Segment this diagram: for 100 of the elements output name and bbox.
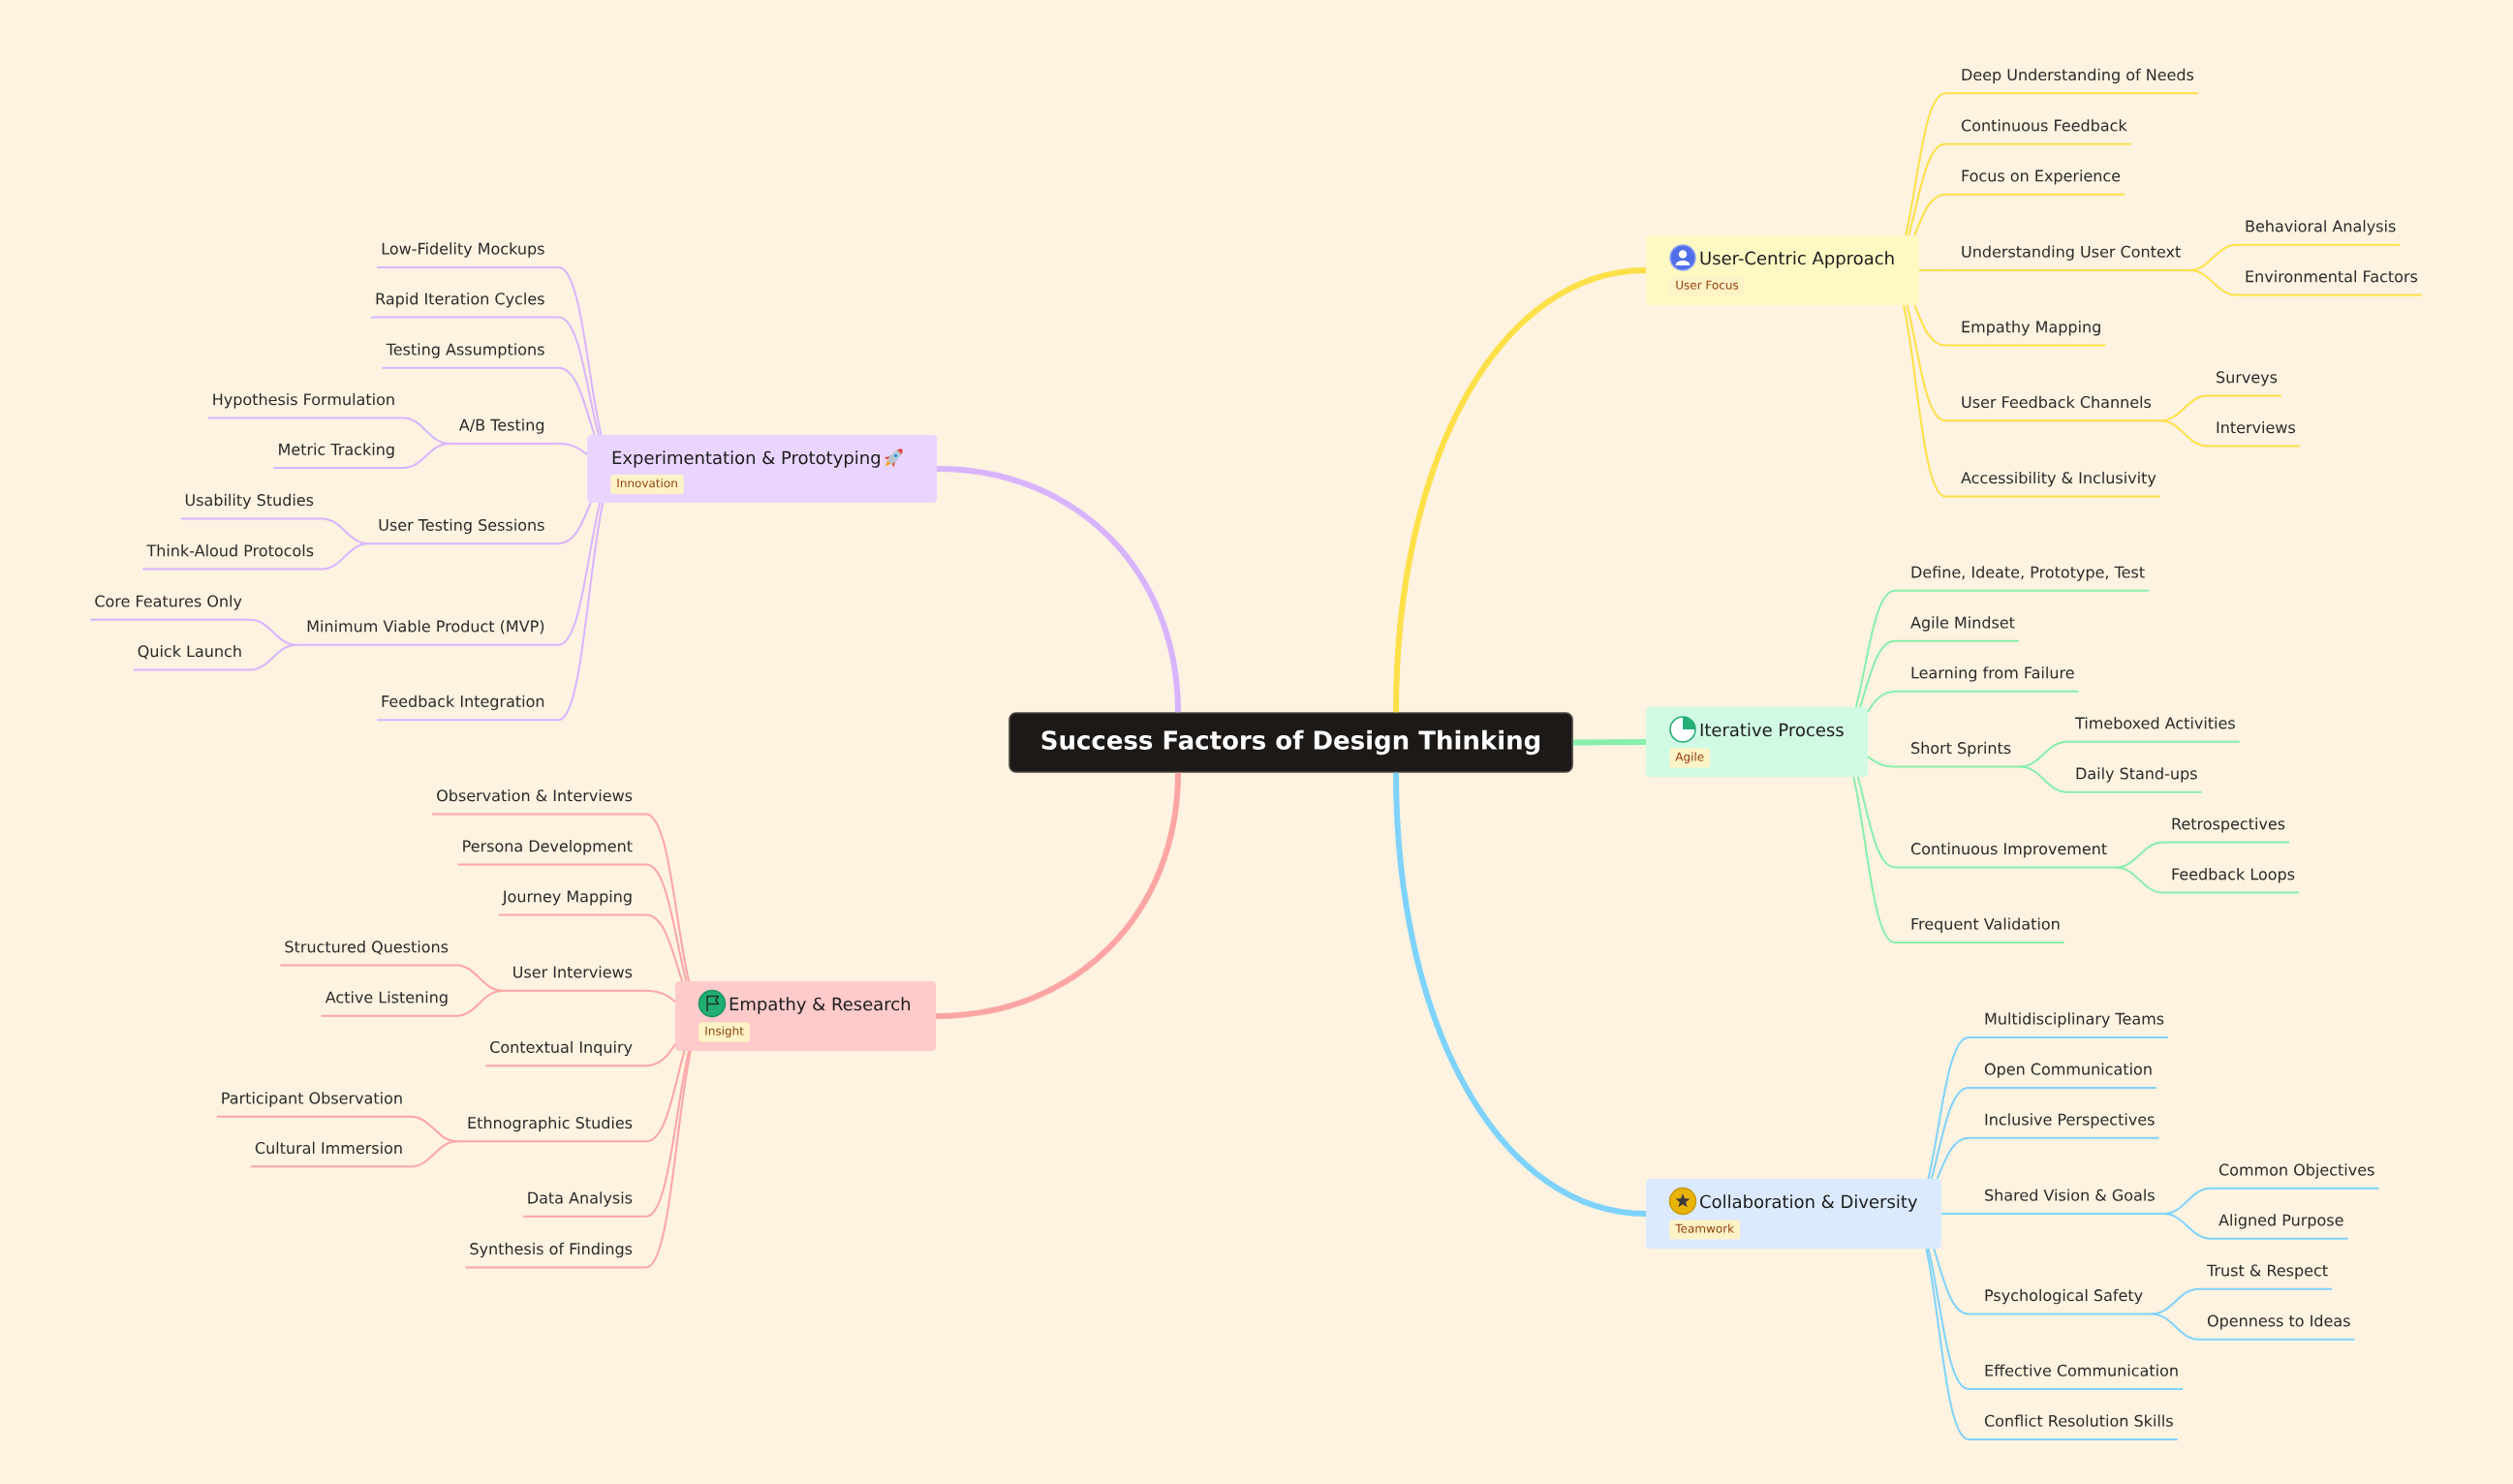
branch-curve [1908,142,1947,236]
underlined-topic: Behavioral Analysis [2236,220,2402,246]
underlined-topic: Daily Stand-ups [2066,767,2203,793]
branch-curve [1393,772,1647,1217]
underlined-topic: Short Sprints [1894,741,2022,768]
branch-curve [2188,269,2239,296]
branch-curve [402,442,450,470]
underlined-topic: Synthesis of Findings [464,1242,647,1269]
branch-curve [2019,740,2069,768]
branch-curve [2115,866,2165,894]
branch-curve [557,316,600,436]
underlined-topic: Interviews [2207,420,2301,448]
underlined-topic: Surveys [2207,371,2282,397]
branch-curve [1572,739,1647,746]
branch-curve [410,1140,459,1168]
branch-curve [645,1050,692,1269]
branch-curve [557,502,602,646]
branch-curve [1856,776,1897,869]
branch-curve [1925,1248,1970,1440]
branch-curve [557,502,605,722]
underlined-topic: Learning from Failure [1894,666,2080,693]
branch-curve [1906,304,1947,422]
underlined-topic: Ethnographic Studies [456,1116,647,1143]
underlined-topic: User Feedback Channels [1944,395,2161,422]
underlined-topic: Journey Mapping [497,890,647,916]
branch-curve [1936,1136,1970,1180]
underlined-topic: Feedback Integration [376,695,560,722]
branch-curve [645,863,688,982]
underlined-topic: Conflict Resolution Skills [1968,1414,2179,1440]
branch-curve [1930,1086,1970,1180]
branch-curve [645,1050,686,1143]
underlined-topic: Quick Launch [132,644,251,671]
branch-curve [645,813,691,982]
branch-curve [1852,776,1897,943]
branch-curve [1859,639,1897,708]
underlined-topic: Hypothesis Formulation [206,392,404,419]
underlined-topic: Focus on Experience [1944,170,2126,196]
title-box: Success Factors of Design Thinking [1008,712,1573,773]
underlined-topic: Structured Questions [279,941,457,967]
underlined-topic: Effective Communication [1968,1364,2185,1390]
underlined-topic: User Interviews [501,966,647,992]
branch-curve [557,502,592,545]
underlined-topic: Active Listening [320,991,457,1017]
branch-curve [645,1050,691,1218]
branch-curve [321,542,370,571]
underlined-topic: Cultural Immersion [249,1141,412,1168]
branch-curve [1913,304,1947,347]
underlined-topic: Deep Understanding of Needs [1944,68,2199,95]
underlined-topic: Multidisciplinary Teams [1968,1012,2170,1038]
underlined-topic: Core Features Only [89,595,251,621]
branch-curve [936,466,1181,713]
underlined-topic: Open Communication [1968,1063,2157,1089]
underlined-topic: Rapid Iteration Cycles [370,293,560,319]
branch-curve [935,772,1181,1019]
underlined-topic: Aligned Purpose [2210,1214,2349,1240]
branch-curve [1918,269,1947,271]
underlined-topic: Inclusive Perspectives [1968,1113,2160,1139]
branch-curve [1903,304,1947,498]
underlined-topic: A/B Testing [448,418,560,445]
underlined-topic: Understanding User Context [1944,245,2191,271]
branch-curve [1927,1248,1970,1390]
underlined-topic: Testing Assumptions [381,343,560,369]
category-tag: Innovation [610,475,684,495]
underlined-topic: Persona Development [456,840,647,866]
branch-curve [645,913,684,982]
branch-curve [645,1042,676,1067]
underlined-topic: Retrospectives [2162,818,2291,844]
branch-curve [1913,193,1947,236]
underlined-topic: Agile Mindset [1894,616,2020,642]
branch-curve [1933,1248,1970,1315]
branch-curve [249,643,298,671]
underlined-topic: Low-Fidelity Mockups [376,242,560,268]
underlined-topic: Environmental Factors [2236,270,2423,296]
underlined-topic: Trust & Respect [2198,1264,2334,1290]
branch-curve [455,989,504,1017]
underlined-topic: Minimum Viable Product (MVP) [295,620,560,646]
underlined-topic: Timeboxed Activities [2066,717,2241,743]
branch-curve [2151,1313,2201,1341]
branch-curve [557,265,603,436]
underlined-topic: Empathy Mapping [1944,321,2107,347]
branch-curve [1854,589,1897,708]
branch-curve [557,442,588,456]
underlined-topic: Contextual Inquiry [484,1040,647,1067]
underlined-topic: Define, Ideate, Prototype, Test [1894,566,2151,592]
branch-curve [2115,841,2165,869]
underlined-topic: Think-Aloud Protocols [141,544,323,571]
underlined-topic: Openness to Ideas [2198,1314,2356,1341]
branch-curve [1927,1036,1970,1180]
underlined-topic: User Testing Sessions [367,518,560,545]
underlined-topic: Participant Observation [215,1092,412,1118]
underlined-topic: Data Analysis [521,1191,647,1218]
branch-curve [645,989,676,1004]
branch-curve [455,964,504,992]
underlined-topic: Continuous Feedback [1944,119,2132,145]
branch-curve [2158,419,2210,448]
branch-curve [1393,267,1647,713]
underlined-topic: Accessibility & Inclusivity [1944,471,2161,498]
underlined-topic: Shared Vision & Goals [1968,1189,2165,1215]
branch-curve [2151,1287,2201,1315]
underlined-topic: Continuous Improvement [1894,842,2118,869]
